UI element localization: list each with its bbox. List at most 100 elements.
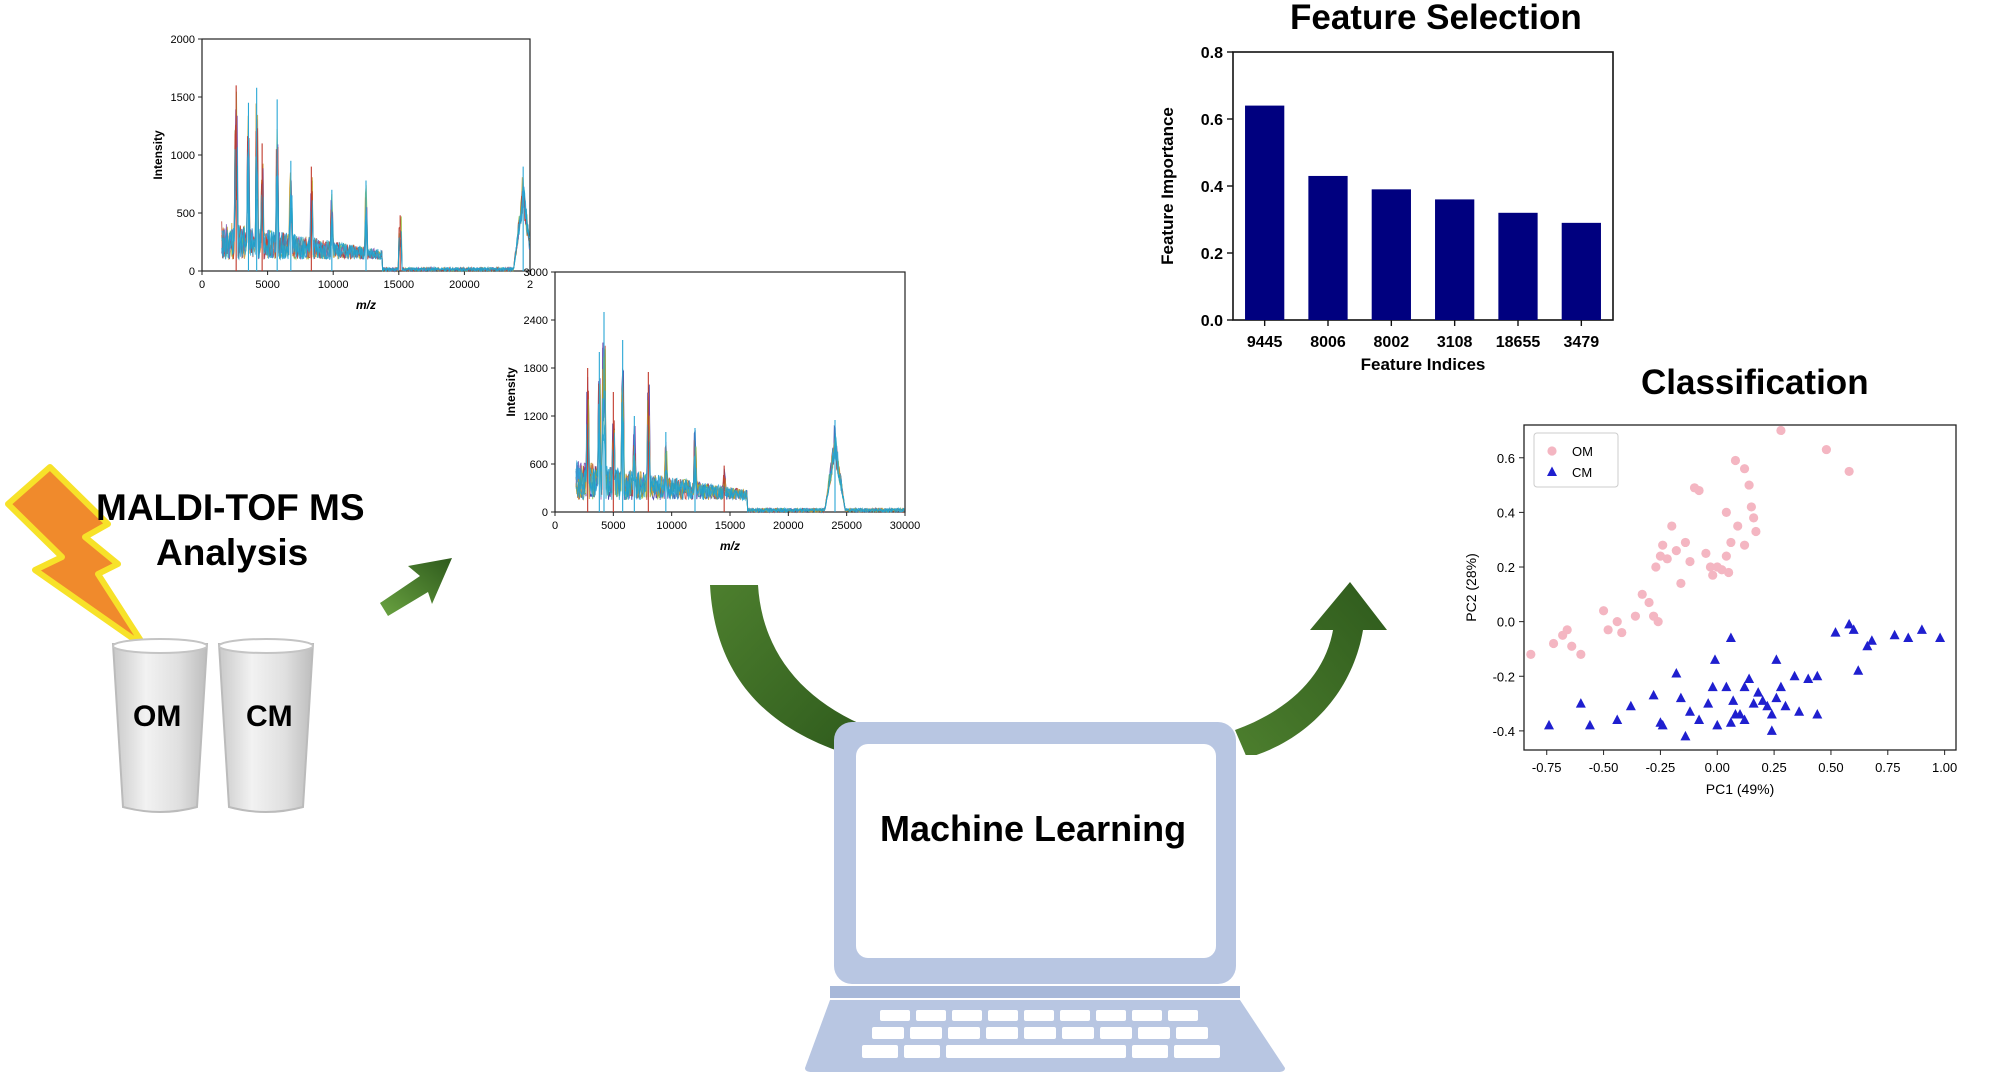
data-point [1721,681,1732,692]
data-point [1562,625,1572,635]
data-point [1544,719,1555,730]
data-point [1575,698,1586,708]
milk-cm-label: CM [246,700,293,733]
bar [1435,199,1475,320]
y-tick-label: 500 [177,208,195,220]
y-tick-label: 0.6 [1497,451,1515,466]
data-point [1651,562,1661,572]
x-tick-label: 10000 [318,279,349,291]
data-point [1730,455,1741,466]
data-point [1766,708,1777,719]
y-tick-label: 0.0 [1497,615,1515,630]
data-point [1780,700,1791,711]
data-point [1762,700,1773,711]
y-axis-label: Intensity [151,130,165,180]
x-tick-label: 15000 [715,520,746,532]
laptop-icon [805,722,1285,1072]
data-point [1721,507,1731,517]
y-tick-label: 1000 [171,150,195,162]
data-point [1853,665,1864,675]
legend-label: CM [1572,465,1592,480]
data-point [1675,692,1686,703]
data-point [1612,617,1622,627]
x-axis-label: m/z [720,539,740,553]
data-point [1744,673,1755,683]
data-point [1671,546,1681,556]
x-axis-label: PC1 (49%) [1706,781,1774,797]
lightning-icon [5,464,148,650]
data-point [1749,513,1759,523]
maldi-label-line2: Analysis [156,532,309,573]
data-point [1694,714,1705,724]
x-tick-label: 5000 [255,279,279,291]
data-point [1721,551,1731,561]
data-point [1739,540,1750,550]
x-axis-label: Feature Indices [1361,355,1486,374]
milk-glasses [111,638,315,813]
x-tick-label: 3108 [1437,334,1473,351]
data-point [1889,629,1900,640]
y-tick-label: 1500 [171,92,195,104]
data-point [1746,502,1756,512]
y-tick-label: 2000 [171,34,195,46]
data-point [1794,706,1805,716]
data-point [1766,725,1777,735]
x-tick-label: -0.25 [1646,760,1676,775]
x-tick-label: 18655 [1496,334,1541,351]
data-point [1812,670,1823,681]
plot-frame [1523,424,1957,751]
data-point [1712,719,1723,730]
x-tick-label: 1.00 [1932,760,1957,775]
spectrum-trace [221,159,530,273]
bar [1245,105,1285,320]
data-point [1771,692,1782,703]
milk-om-label: OM [133,700,182,733]
y-tick-label: 600 [530,459,548,471]
data-point [1789,670,1800,681]
data-point [1576,649,1586,660]
data-point [1701,548,1711,558]
x-tick-label: 3479 [1564,334,1600,351]
milk-glass-icon [111,638,209,813]
bar [1498,212,1538,320]
data-point [1603,625,1613,635]
data-point [1662,554,1672,564]
data-point [1844,466,1854,477]
data-point [1644,597,1654,608]
x-tick-label: 25000 [831,520,862,532]
curved-arrow-icon [710,585,870,755]
data-point [1676,578,1686,589]
x-tick-label: 8002 [1374,334,1410,351]
data-point [1844,618,1855,629]
data-point [1725,632,1736,643]
data-point [1866,635,1877,645]
data-point [1735,708,1745,719]
data-point [1630,611,1641,621]
y-tick-label: 0.2 [1201,246,1223,263]
data-point [1744,480,1754,490]
data-point [1637,589,1647,599]
data-point [1708,570,1718,580]
data-point [1775,681,1786,692]
milk-glass-icon [217,638,315,813]
x-tick-label: 9445 [1247,334,1283,351]
x-tick-label: 20000 [449,279,480,291]
data-point [1684,706,1695,716]
machine-learning-label: Machine Learning [880,808,1187,849]
legend-marker [1547,466,1557,476]
data-point [1703,698,1714,708]
y-axis-label: Intensity [504,367,518,417]
data-point [1612,714,1623,724]
plot-frame [1232,51,1614,321]
data-point [1848,624,1859,634]
x-tick-label: -0.75 [1532,760,1562,775]
y-tick-label: 1800 [524,363,548,375]
data-point [1658,540,1668,550]
data-point [1776,425,1786,436]
data-point [1812,708,1823,719]
x-tick-label: 30000 [890,520,921,532]
data-point [1567,641,1577,651]
